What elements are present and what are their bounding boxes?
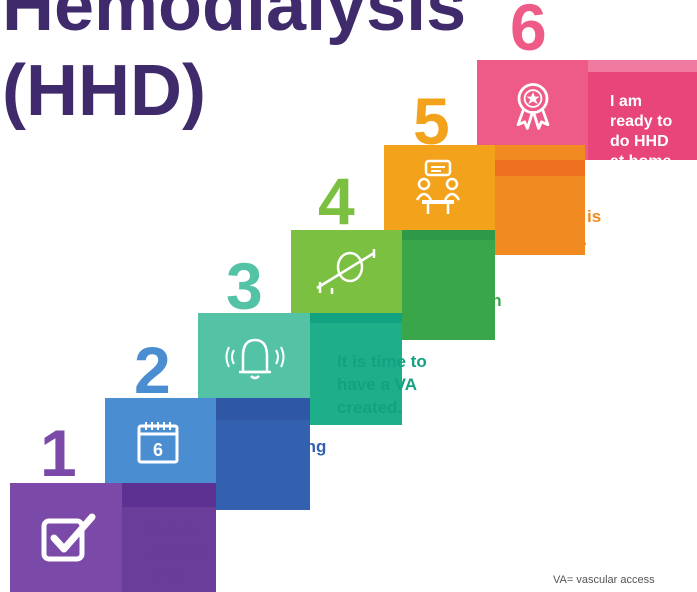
step-5-block xyxy=(384,145,495,230)
stair-1-tread xyxy=(122,483,216,507)
step-4-text: The VA has been created. xyxy=(428,268,502,333)
step-2-number: 2 xyxy=(134,333,171,407)
title-line-2: (HHD) xyxy=(2,51,206,131)
calendar-day: 6 xyxy=(153,440,163,460)
step-3-number: 3 xyxy=(226,249,263,323)
step-1-block xyxy=(10,483,122,592)
step-4-block xyxy=(291,230,402,315)
step-2-text: Preparing for HHD. xyxy=(247,437,327,502)
step-3-text: It is time to have a VA created. xyxy=(337,352,427,417)
stair-4-riser xyxy=(402,230,495,340)
step-2-block xyxy=(105,398,216,483)
stair-5-tread xyxy=(495,160,585,176)
stair-6-tread xyxy=(588,60,697,72)
title-line-1: Hemodialysis xyxy=(2,0,467,46)
step-5-text: HHD training is starting. xyxy=(520,184,602,249)
step-4-number: 4 xyxy=(318,164,355,238)
step-3-block xyxy=(198,313,310,398)
step-1-number: 1 xyxy=(40,416,77,490)
step-6-text: I am ready to do HHD at home. xyxy=(610,93,676,170)
stair-2-tread xyxy=(216,398,310,420)
step-5-number: 5 xyxy=(413,84,450,158)
step-1-text: I have chosen HHD. xyxy=(147,520,207,585)
footnote: VA= vascular access xyxy=(553,574,655,586)
award-icon xyxy=(516,83,550,130)
training-icon xyxy=(415,159,461,214)
step-6-number: 6 xyxy=(510,0,547,64)
stair-4-tread xyxy=(402,230,495,240)
calendar-icon: 6 xyxy=(137,422,179,464)
vascular-access-icon xyxy=(316,249,376,294)
stair-6-riser xyxy=(588,60,697,160)
stair-3-riser xyxy=(310,313,402,425)
step-6-block xyxy=(477,60,588,160)
checkbox-icon xyxy=(41,513,96,562)
stair-3-tread xyxy=(310,313,402,323)
bell-icon xyxy=(225,338,285,380)
